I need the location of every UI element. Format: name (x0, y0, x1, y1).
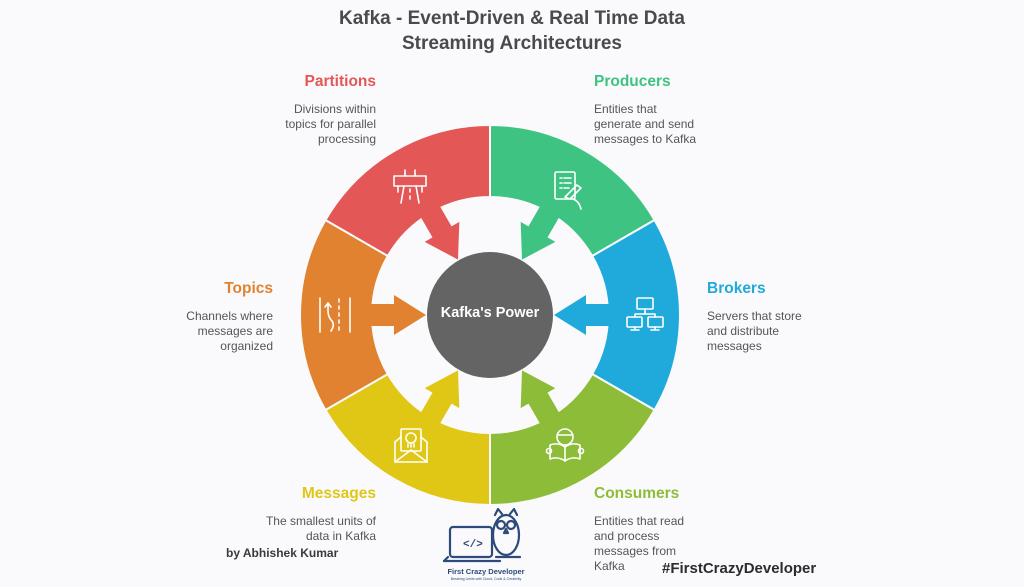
messages-title: Messages (301, 485, 376, 502)
title-line-1: Kafka - Event-Driven & Real Time Data (339, 8, 685, 29)
envelope-letter-icon (394, 428, 428, 463)
highway-overpass-icon (393, 169, 427, 204)
logo-subtitle: Breaking Limits with Cloud, Code & Creat… (450, 577, 522, 581)
arrow-brokers (554, 295, 615, 335)
label-partitions: Partitions Divisions within topics for p… (206, 73, 376, 147)
label-messages: Messages The smallest units of data in K… (206, 485, 376, 544)
hashtag: #FirstCrazyDeveloper (662, 560, 817, 577)
hub-circle (427, 252, 553, 378)
author-credit: by Abhishek Kumar (226, 546, 339, 560)
road-lanes-icon (319, 297, 351, 333)
consumers-description: Entities that read and process messages … (594, 514, 685, 573)
person-reading-icon (545, 428, 585, 462)
topics-title: Topics (224, 280, 273, 297)
label-producers: Producers Entities that generate and sen… (594, 73, 764, 147)
logo-title: First Crazy Developer (447, 567, 525, 576)
svg-text:</>: </> (463, 539, 483, 551)
title-line-2: Streaming Architectures (402, 33, 622, 54)
owl-laptop-logo-icon: </> (442, 507, 522, 563)
partitions-description: Divisions within topics for parallel pro… (285, 102, 376, 146)
label-topics: Topics Channels where messages are organ… (103, 280, 273, 354)
label-brokers: Brokers Servers that store and distribut… (707, 280, 877, 354)
arrow-partitions (417, 201, 460, 260)
brokers-description: Servers that store and distribute messag… (707, 309, 802, 353)
arrow-messages (417, 370, 460, 429)
consumers-title: Consumers (594, 485, 680, 502)
producers-description: Entities that generate and send messages… (594, 102, 697, 146)
arrow-consumers (520, 370, 563, 429)
page-title: Kafka - Event-Driven & Real Time Data St… (0, 6, 1024, 56)
brokers-title: Brokers (707, 280, 766, 297)
topics-description: Channels where messages are organized (186, 309, 273, 353)
messages-description: The smallest units of data in Kafka (265, 514, 376, 543)
arrow-topics (365, 295, 426, 335)
document-signature-icon (554, 171, 582, 210)
label-consumers: Consumers Entities that read and process… (594, 485, 764, 574)
arrow-producers (520, 201, 563, 260)
network-computers-icon (626, 297, 664, 331)
hub-label: Kafka's Power (440, 305, 540, 321)
partitions-title: Partitions (304, 73, 376, 90)
logo: </> First Crazy Developer Breaking Limit… (440, 505, 532, 585)
segment-partitions (324, 123, 491, 258)
producers-title: Producers (594, 73, 671, 90)
